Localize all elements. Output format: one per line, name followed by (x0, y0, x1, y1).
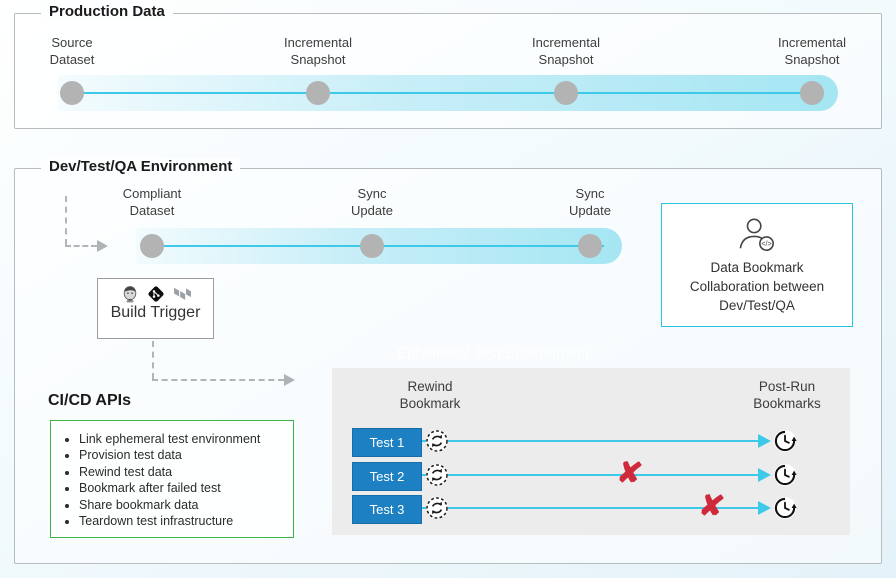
production-panel-title: Production Data (41, 3, 173, 20)
post-run-bookmark-icon (773, 429, 797, 453)
terraform-icon (172, 284, 192, 304)
node-label-incremental-snapshot-1: Incremental Snapshot (284, 35, 352, 67)
cicd-item: Provision test data (79, 447, 293, 463)
timeline-node (306, 81, 330, 105)
run-arrowhead-icon (758, 468, 771, 482)
data-bookmark-collaboration-text: Data Bookmark Collaboration between Dev/… (689, 260, 825, 313)
node-label-sync-update-2: Sync Update (569, 186, 611, 218)
trigger-arrowhead-icon (284, 374, 295, 386)
entry-arrow-vertical (65, 196, 67, 245)
entry-arrow-horizontal (65, 245, 97, 247)
cicd-item: Link ephemeral test environment (79, 431, 293, 447)
build-trigger-box: Build Trigger (97, 278, 214, 339)
test-run-line (420, 507, 764, 509)
post-run-bookmarks-header: Post-Run Bookmarks (753, 379, 821, 411)
node-label-incremental-snapshot-2: Incremental Snapshot (532, 35, 600, 67)
run-arrowhead-icon (758, 434, 771, 448)
rewind-bookmark-icon (425, 429, 449, 453)
build-trigger-label: Build Trigger (110, 304, 201, 321)
test-chip-3: Test 3 (352, 495, 422, 524)
timeline-node (360, 234, 384, 258)
timeline-node (554, 81, 578, 105)
node-label-incremental-snapshot-3: Incremental Snapshot (778, 35, 846, 67)
ephemeral-environment-watermark: Ephemeral Test Environment (397, 345, 590, 362)
node-label-sync-update-1: Sync Update (351, 186, 393, 218)
node-label-source-dataset: Source Dataset (49, 35, 95, 67)
trigger-arrow-horizontal (152, 379, 284, 381)
entry-arrowhead-icon (97, 240, 108, 252)
person-code-icon: </> (662, 216, 852, 254)
test-run-line (420, 440, 764, 442)
cicd-apis-box: Link ephemeral test environment Provisio… (50, 420, 294, 538)
dev-test-qa-panel-title: Dev/Test/QA Environment (41, 158, 241, 175)
cicd-item: Teardown test infrastructure (79, 513, 293, 529)
cicd-item: Share bookmark data (79, 497, 293, 513)
rewind-bookmark-header: Rewind Bookmark (399, 379, 461, 411)
cicd-apis-title: CI/CD APIs (48, 392, 131, 409)
run-arrowhead-icon (758, 501, 771, 515)
test-chip-1: Test 1 (352, 428, 422, 457)
node-label-compliant-dataset: Compliant Dataset (122, 186, 182, 218)
timeline-node (800, 81, 824, 105)
timeline-node (60, 81, 84, 105)
timeline-node (140, 234, 164, 258)
test-chip-2: Test 2 (352, 462, 422, 491)
jenkins-icon (120, 284, 140, 304)
rewind-bookmark-icon (425, 496, 449, 520)
trigger-arrow-vertical (152, 341, 154, 379)
timeline-node (578, 234, 602, 258)
svg-text:</>: </> (761, 240, 771, 248)
post-run-bookmark-icon (773, 463, 797, 487)
data-bookmark-collaboration-box: </> Data Bookmark Collaboration between … (661, 203, 853, 327)
cicd-item: Bookmark after failed test (79, 480, 293, 496)
test-run-line (420, 474, 764, 476)
production-timeline-line (72, 92, 822, 94)
production-panel: Production Data (14, 3, 882, 129)
rewind-bookmark-icon (425, 463, 449, 487)
test-failure-x-icon: ✘ (614, 455, 645, 492)
test-failure-x-icon: ✘ (696, 488, 727, 525)
cicd-item: Rewind test data (79, 464, 293, 480)
post-run-bookmark-icon (773, 496, 797, 520)
git-icon (146, 284, 166, 304)
